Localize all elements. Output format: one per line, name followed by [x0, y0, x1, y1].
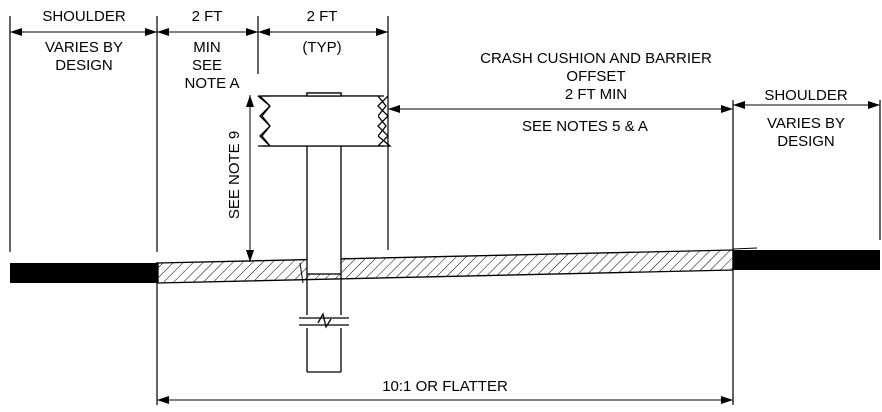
- offset-note-line-2: OFFSET: [566, 68, 625, 85]
- shoulder-left-note-line-2: DESIGN: [55, 57, 113, 74]
- shoulder-pavement-left: [10, 263, 158, 283]
- slope-label: 10:1 OR FLATTER: [382, 378, 508, 395]
- note-9-label: SEE NOTE 9: [226, 131, 243, 219]
- ground-line-extension: [732, 247, 758, 250]
- sloped-ground-hatch: [157, 249, 734, 284]
- min-note-line-1: MIN: [193, 39, 221, 56]
- two-ft-typ-label: 2 FT: [307, 8, 338, 25]
- offset-note-line-3: 2 FT MIN: [565, 86, 627, 103]
- shoulder-pavement-right: [733, 250, 880, 270]
- two-ft-min-label: 2 FT: [192, 8, 223, 25]
- extension-lines: [9, 16, 881, 405]
- offset-note-line-4: SEE NOTES 5 & A: [522, 118, 648, 135]
- shoulder-right-label: SHOULDER: [764, 87, 848, 104]
- shoulder-left-label: SHOULDER: [42, 8, 126, 25]
- dimension-lines: [10, 28, 880, 404]
- min-note-line-3: NOTE A: [184, 75, 239, 92]
- shoulder-right-note-line-2: DESIGN: [777, 133, 835, 150]
- offset-note-line-1: CRASH CUSHION AND BARRIER: [480, 50, 712, 67]
- shoulder-left-note-line-1: VARIES BY: [45, 39, 123, 56]
- w-beam-rail: [257, 92, 392, 147]
- shoulder-right-note-line-1: VARIES BY: [767, 115, 845, 132]
- min-note-line-2: SEE: [192, 57, 222, 74]
- typ-label: (TYP): [302, 39, 341, 56]
